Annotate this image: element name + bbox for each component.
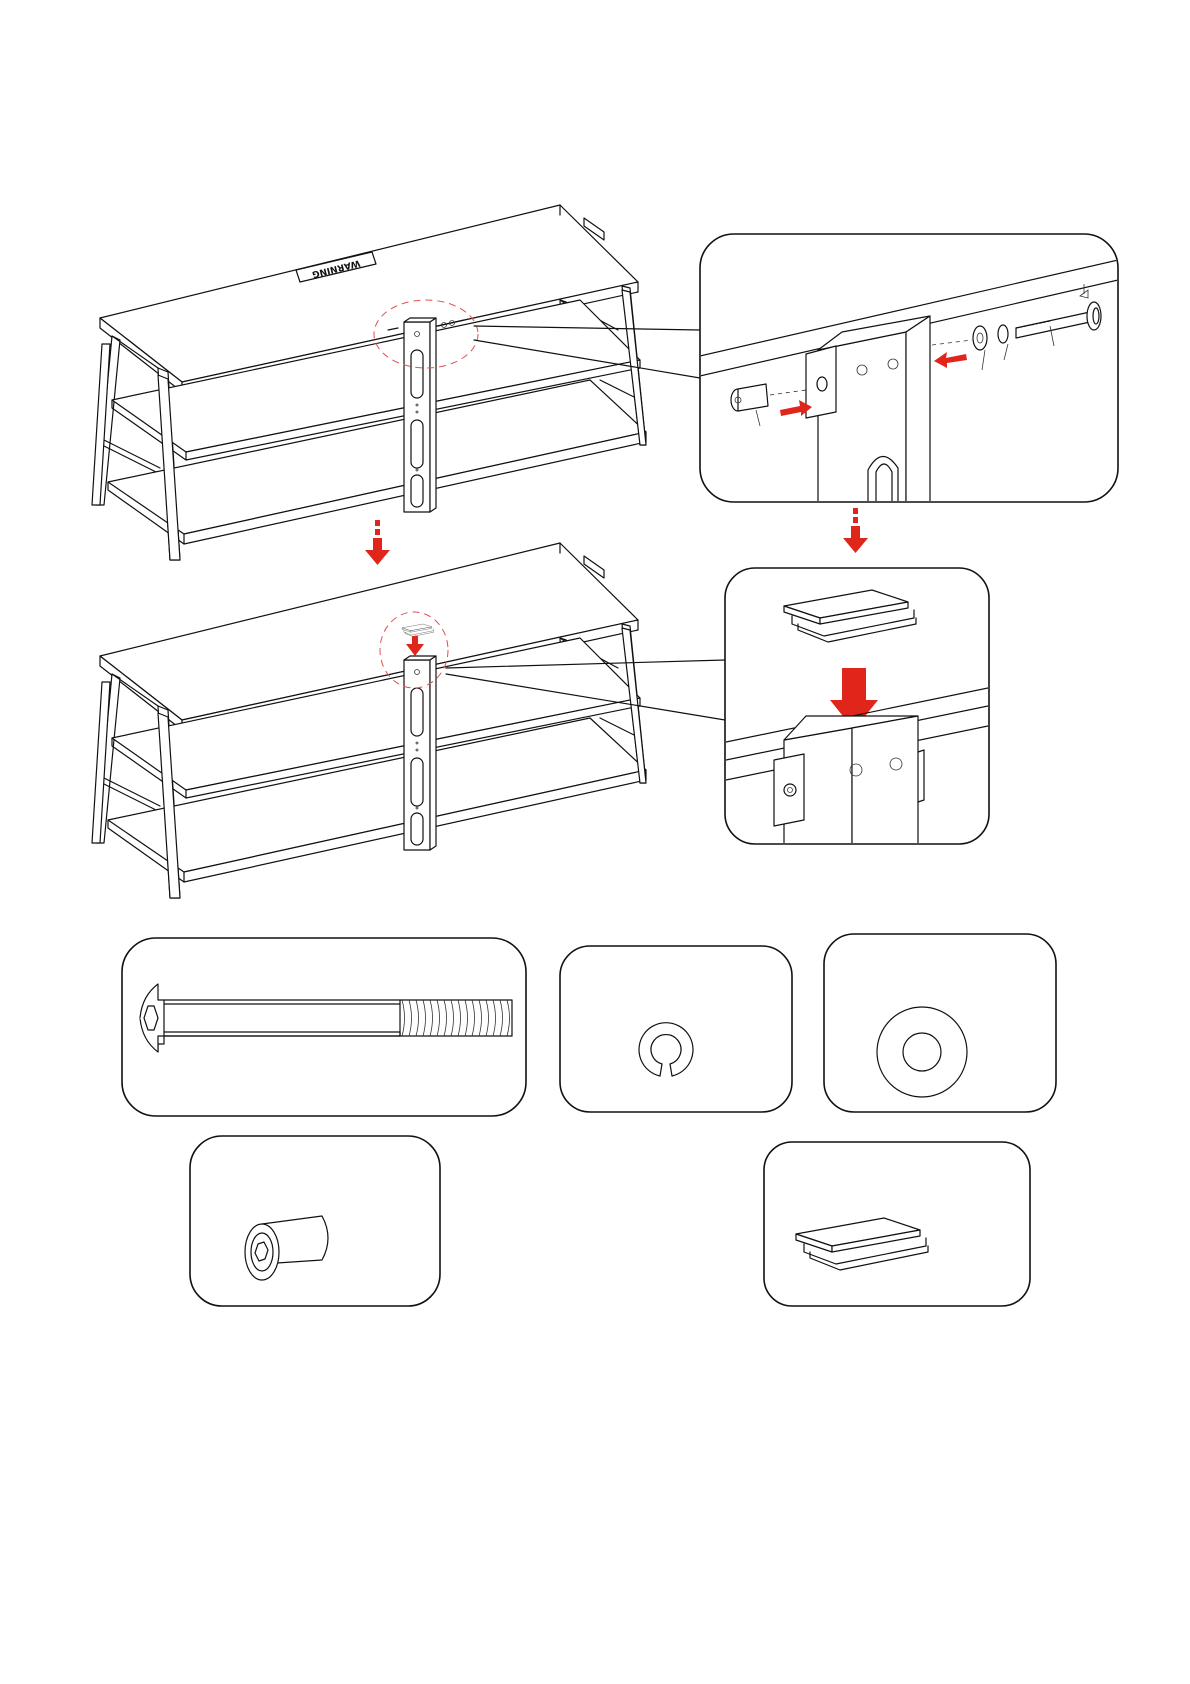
step-1-stand-drawing: WARNING [92,205,700,560]
zoom-panel-end-cap [725,568,989,844]
part-split-lock-washer [560,946,792,1112]
flat-washer-zoom [973,326,987,350]
lock-washer-zoom [998,325,1008,343]
step-1-zoom-arrow [843,508,868,553]
part-barrel-nut [190,1136,440,1306]
part-end-cap [764,1142,1030,1306]
part-bolt [122,938,526,1116]
step-2-stand-drawing [92,543,725,898]
part-flat-washer [824,934,1056,1112]
step-1-arrow [365,520,390,565]
zoom-panel-bolt-assembly [700,234,1118,502]
